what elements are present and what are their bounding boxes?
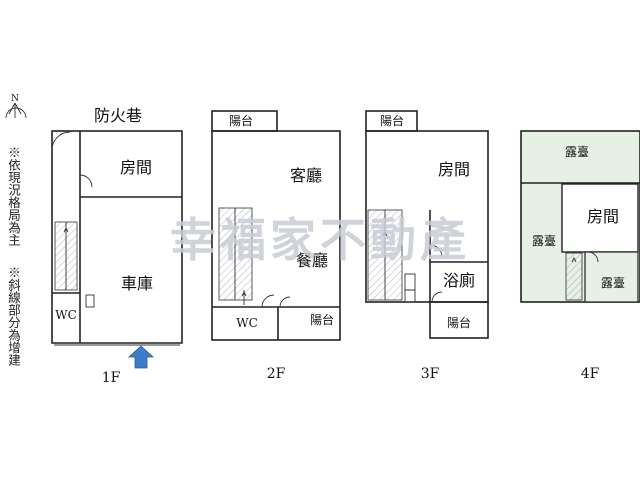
room-2f-dining: 餐廳 bbox=[296, 251, 328, 270]
floor-4f-bedroom-box bbox=[561, 183, 639, 253]
room-2f-living: 客廳 bbox=[290, 166, 322, 185]
room-4f-bedroom: 房間 bbox=[587, 207, 619, 226]
floor-3f: 陽台 房間 浴廁 陽台 3F bbox=[365, 110, 489, 382]
room-1f-garage: 車庫 bbox=[121, 274, 153, 293]
compass-north-label: N bbox=[11, 94, 19, 104]
room-4f-terrace-small: 露臺 bbox=[601, 275, 625, 290]
floor-2f-outline bbox=[211, 130, 341, 341]
room-3f-balcony-top: 陽台 bbox=[380, 113, 404, 128]
room-1f-bedroom: 房間 bbox=[120, 158, 152, 177]
floor-label-4f: 4F bbox=[581, 366, 600, 382]
north-compass-icon: N bbox=[5, 94, 27, 119]
floor-2f: 陽台 客廳 餐廳 WC 陽台 2F bbox=[211, 110, 341, 382]
watermark-text: 幸福家不動產 bbox=[170, 213, 470, 267]
floor-label-1f: 1F bbox=[102, 370, 121, 386]
room-4f-terrace-top: 露臺 bbox=[565, 144, 589, 159]
lane-label: 防火巷 bbox=[94, 106, 142, 125]
floor-label-3f: 3F bbox=[421, 366, 440, 382]
room-1f-wc: WC bbox=[55, 308, 77, 322]
note-extension: ※斜線部分為增建 bbox=[6, 266, 21, 366]
room-4f-terrace-left: 露臺 bbox=[532, 233, 556, 248]
room-2f-balcony-bottom: 陽台 bbox=[310, 312, 334, 327]
room-3f-bath: 浴廁 bbox=[443, 271, 475, 290]
floor-label-2f: 2F bbox=[267, 366, 286, 382]
room-2f-wc: WC bbox=[236, 316, 258, 330]
room-2f-balcony-top: 陽台 bbox=[229, 113, 253, 128]
floor-4f: 露臺 房間 露臺 露臺 4F bbox=[520, 130, 640, 382]
entry-arrow-icon bbox=[127, 345, 155, 369]
floor-1f: 防火巷 房間 車庫 WC 1F bbox=[51, 106, 183, 386]
room-3f-bedroom: 房間 bbox=[438, 160, 470, 179]
floor-3f-outline bbox=[365, 130, 489, 303]
room-3f-balcony-bottom: 陽台 bbox=[447, 315, 471, 330]
floor-3f-bottom-balcony bbox=[429, 301, 489, 339]
note-current-layout: ※依現況格局為主 bbox=[6, 146, 21, 246]
